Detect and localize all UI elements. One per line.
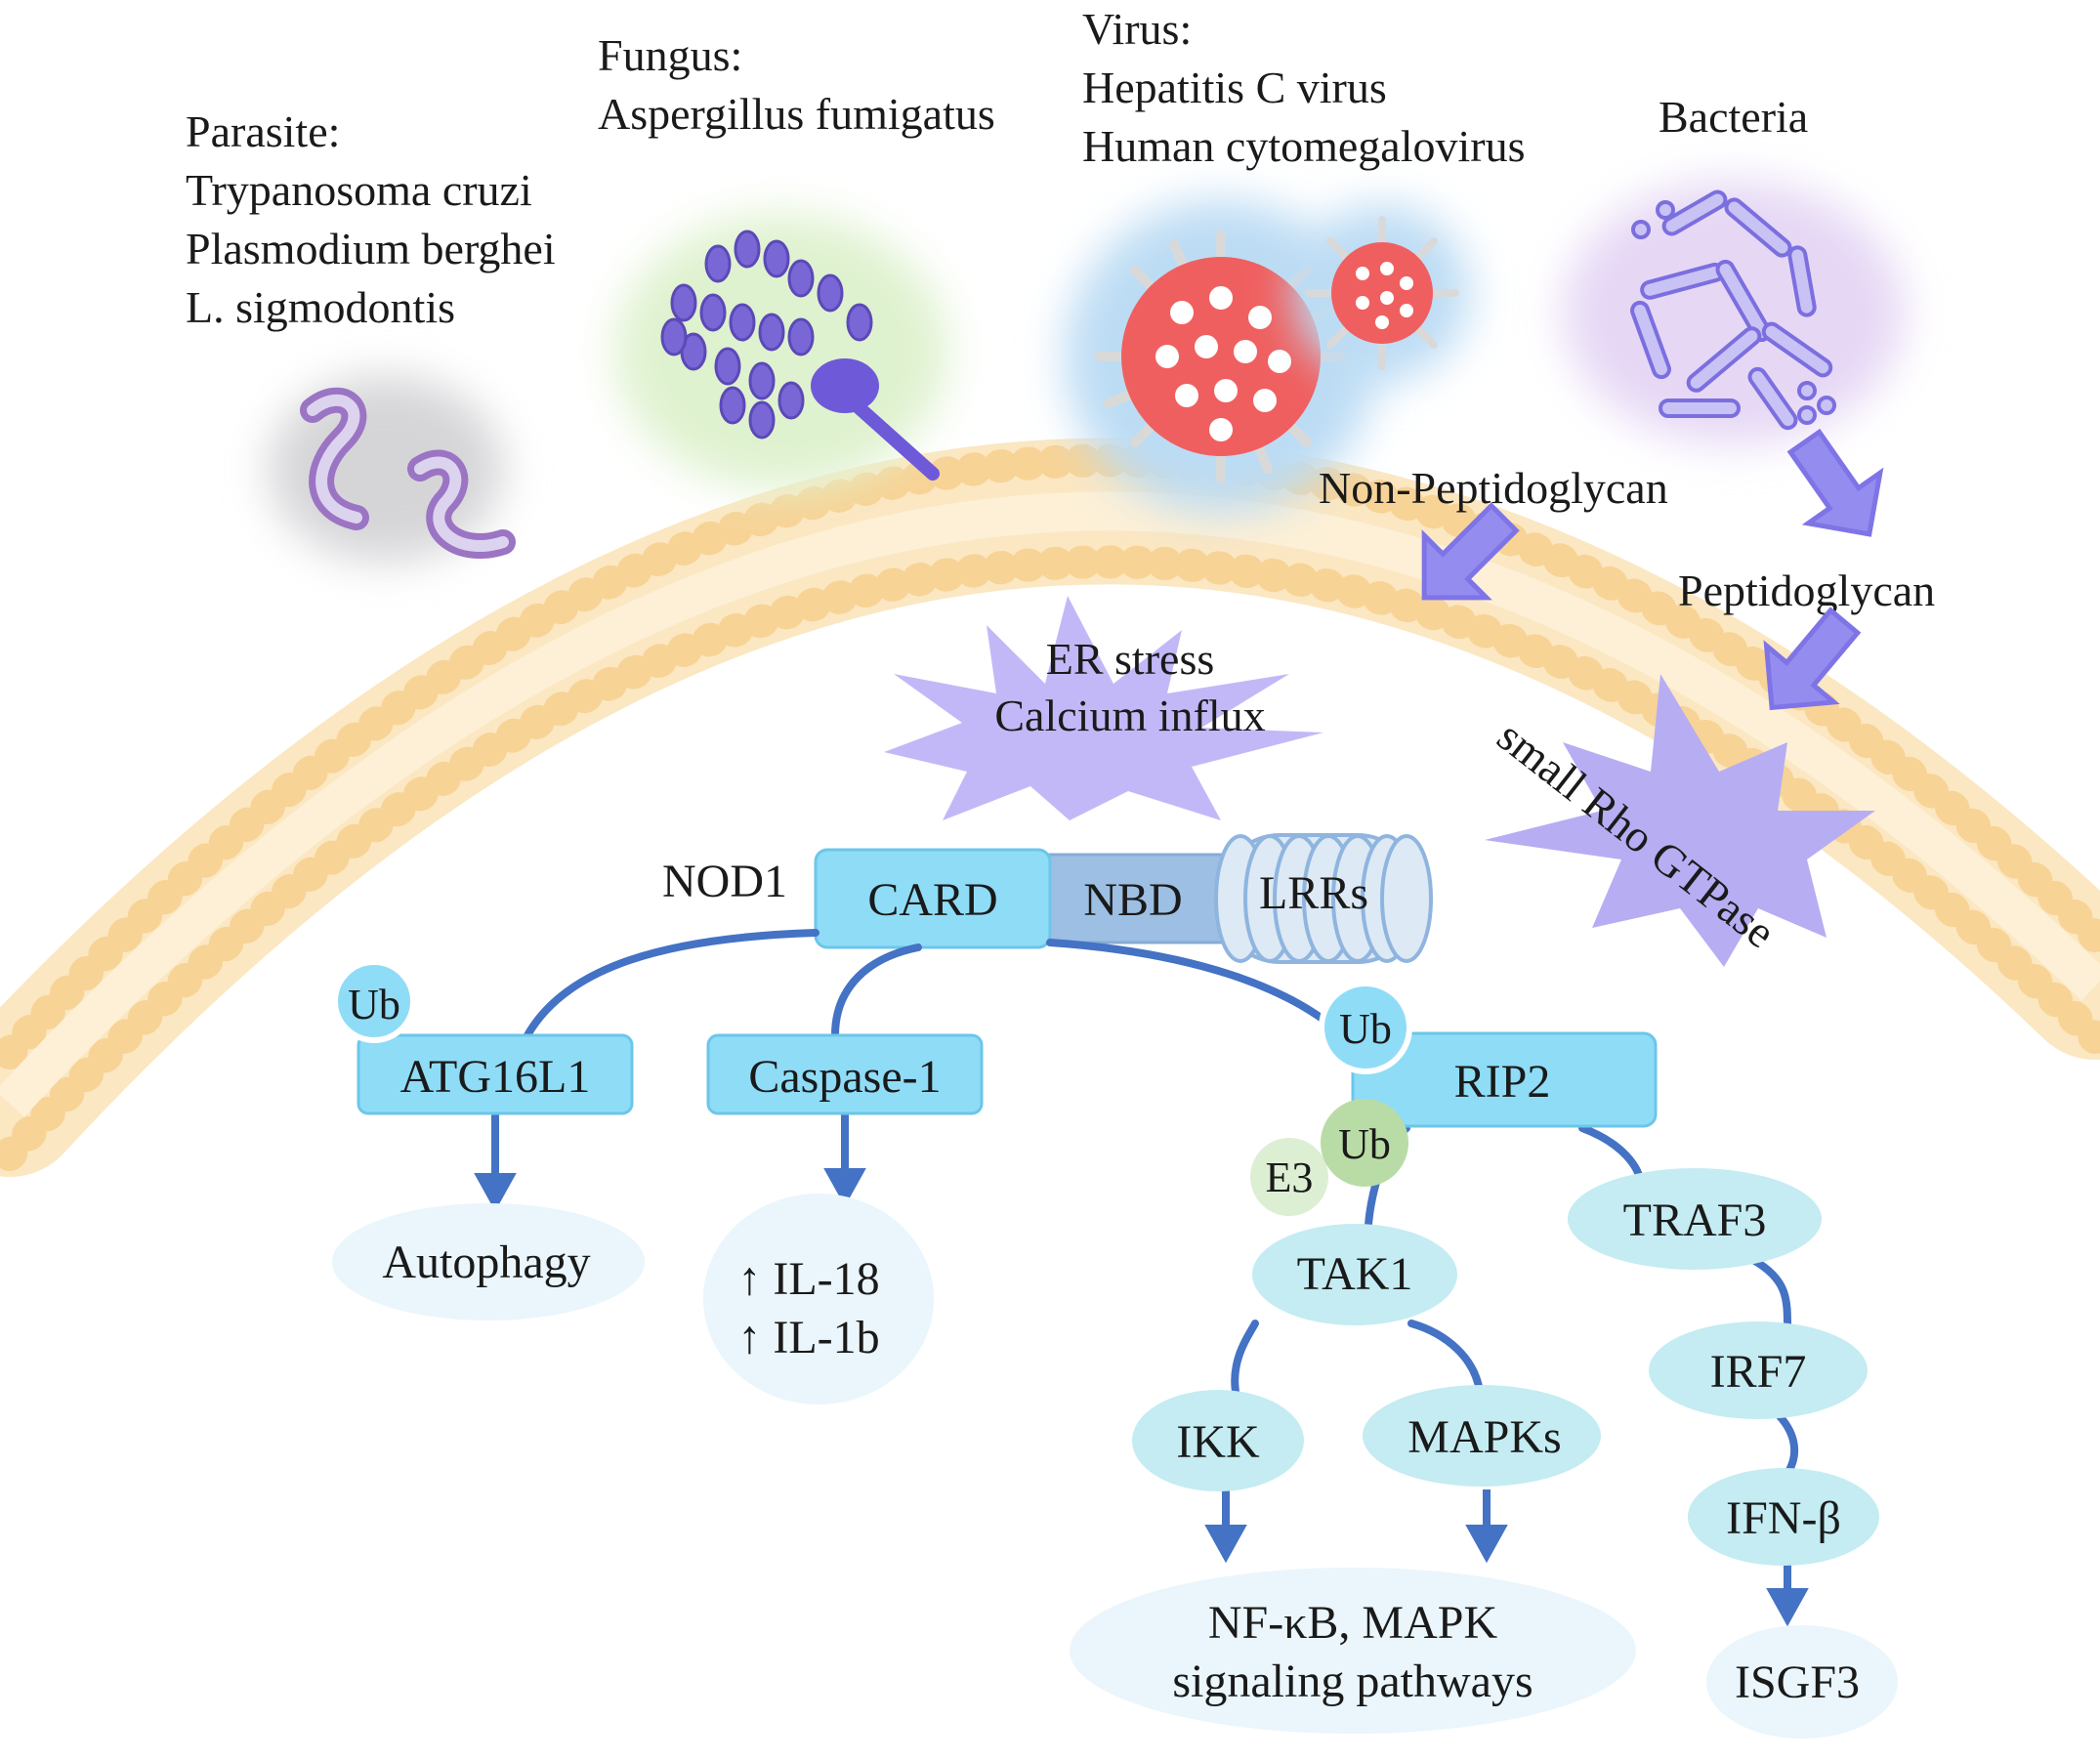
virus-label-0: Virus: [1082,4,1192,54]
ifnb-node [1688,1468,1879,1566]
card-domain [814,848,1052,949]
virus-large-icon [1065,200,1377,513]
arrow-non-peptidoglycan [1421,502,1520,601]
ifnb-label: IFN-β [1726,1492,1841,1544]
arrow-bacteria-down [1786,428,1884,537]
virus-label: Virus: Hepatitis C virus Human cytomegal… [1082,4,1526,171]
traf3-node [1568,1168,1822,1270]
il-18-label: ↑ IL-18 [737,1253,879,1305]
virus-label-2: Human cytomegalovirus [1082,121,1526,171]
virus-label-1: Hepatitis C virus [1082,63,1387,112]
er-stress-text-1: Calcium influx [994,691,1265,740]
ub-label-e3: Ub [1338,1120,1391,1168]
autophagy-node [332,1203,645,1321]
il-1b-label: ↑ IL-1b [737,1312,879,1363]
caspase1-label: Caspase-1 [748,1051,941,1103]
isgf3-node [1706,1625,1898,1739]
parasite-label-3: L. sigmodontis [186,282,455,332]
irf7-node [1649,1321,1868,1419]
pathway-arrows [474,1113,1809,1627]
ub-badge-rip2 [1319,981,1412,1074]
nfkb-label-1: signaling pathways [1172,1656,1533,1707]
isgf3-label: ISGF3 [1735,1656,1860,1708]
bacteria-icon [1563,181,1905,444]
er-stress-burst: ER stress Calcium influx [884,596,1323,820]
parasite-worm-icon [269,376,516,562]
fungus-label-1: Aspergillus fumigatus [598,89,995,139]
tak1-label: TAK1 [1297,1248,1413,1300]
ub-badge-e3 [1321,1099,1408,1187]
fungus-icon [615,215,947,488]
parasite-label: Parasite: Trypanosoma cruzi Plasmodium b… [186,106,556,332]
er-stress-text-0: ER stress [1046,634,1215,684]
cell-membrane [0,438,2100,1177]
fungus-label-0: Fungus: [598,30,742,80]
lrrs-label: LRRs [1259,867,1368,919]
e3-label: E3 [1266,1153,1314,1201]
autophagy-label: Autophagy [382,1237,590,1288]
e3-node [1250,1138,1328,1216]
virus-small-icon [1294,205,1470,381]
atg16l1-label: ATG16L1 [400,1051,591,1103]
rip2-box [1351,1031,1658,1128]
connector-lines [524,929,1799,1474]
nod1-protein: CARD NBD LRRs [814,833,1433,964]
ikk-node [1132,1390,1304,1491]
traf3-label: TRAF3 [1623,1195,1767,1246]
ub-badge-atg16l1 [332,959,416,1043]
ub-label-atg16l1: Ub [348,981,400,1028]
ikk-label: IKK [1176,1416,1260,1468]
arrow-peptidoglycan [1763,607,1862,711]
il-node [703,1194,934,1405]
nfkb-mapk-node [1070,1568,1636,1734]
parasite-label-0: Parasite: [186,106,340,156]
mapks-label: MAPKs [1407,1411,1561,1463]
caspase1-box [706,1033,984,1115]
card-label: CARD [867,874,997,926]
rip2-label: RIP2 [1454,1056,1551,1108]
bacteria-label: Bacteria [1659,92,1808,142]
mapks-node [1363,1385,1601,1487]
lrrs-domain [1214,833,1433,964]
fungus-label: Fungus: Aspergillus fumigatus [598,30,995,139]
nfkb-label-0: NF-κB, MAPK [1208,1597,1498,1649]
nod1-label: NOD1 [662,856,787,907]
parasite-label-2: Plasmodium berghei [186,224,556,273]
atg16l1-box [357,1033,634,1115]
irf7-label: IRF7 [1710,1346,1807,1398]
tak1-node [1252,1224,1457,1325]
parasite-label-1: Trypanosoma cruzi [186,165,532,215]
peptidoglycan-label: Peptidoglycan [1678,566,1935,615]
ub-label-rip2: Ub [1339,1005,1392,1053]
nbd-label: NBD [1083,874,1182,926]
